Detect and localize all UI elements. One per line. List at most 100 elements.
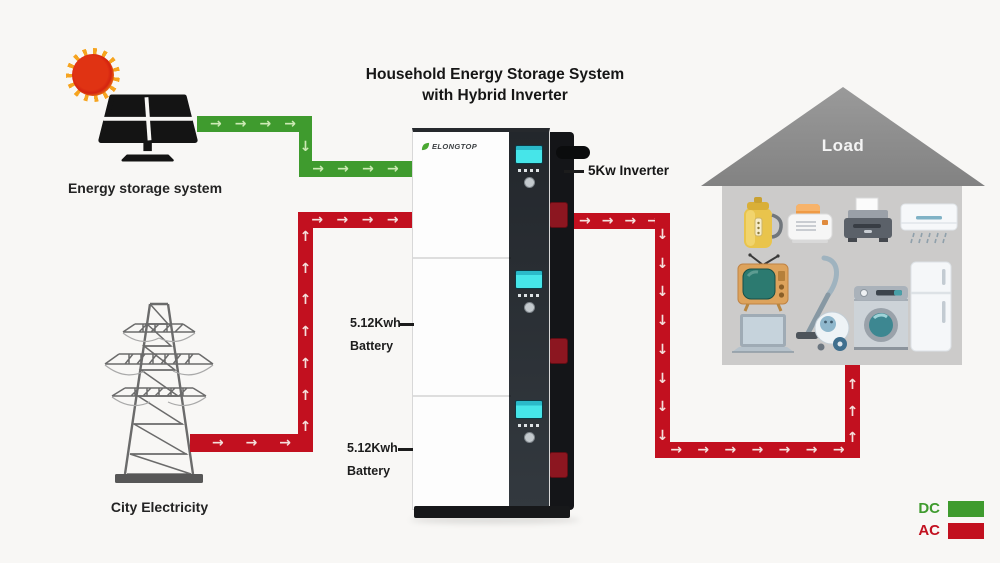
ac-flow-grid-horizontal: → → → — [190, 434, 313, 452]
legend-ac-label: AC — [918, 522, 940, 539]
module-divider — [413, 257, 511, 259]
flow-arrow: → — [311, 212, 324, 228]
pointer-line — [564, 170, 584, 173]
battery-display — [509, 400, 549, 443]
lcd-screen — [515, 400, 543, 419]
flow-arrow: ↓ — [656, 341, 669, 358]
unit-front-panel: ELONGTOP — [412, 128, 550, 510]
ac-flow-out-horizontal-2: → → → → → → → — [655, 442, 860, 458]
kettle-icon — [744, 197, 783, 248]
flow-arrow: ↑ — [299, 387, 312, 404]
air-conditioner-icon — [900, 203, 958, 244]
flow-arrow: → — [245, 435, 258, 451]
battery-label-1: 5.12Kwh Battery — [350, 312, 420, 358]
ac-flow-grid-to-inverter: → → → → — [298, 212, 412, 228]
brand-name: ELONGTOP — [432, 142, 478, 151]
flow-arrow: → — [805, 442, 818, 458]
power-tower-icon — [104, 302, 214, 483]
flow-arrow: ↓ — [656, 226, 669, 243]
flow-arrow: ↓ — [656, 284, 669, 301]
flow-arrow: → — [751, 442, 764, 458]
flow-arrow: ↑ — [299, 355, 312, 372]
battery-display — [509, 270, 549, 313]
flow-arrow: → — [336, 212, 349, 228]
flow-arrow: ↓ — [656, 255, 669, 272]
flow-arrow: → — [624, 213, 637, 229]
dc-flow-horizontal-1: →→→→ — [197, 116, 309, 132]
washing-machine-icon — [854, 286, 908, 350]
flow-arrow: → — [337, 161, 349, 177]
flow-arrow: → — [778, 442, 791, 458]
flow-arrow: → — [670, 442, 683, 458]
flow-arrow: → — [724, 442, 737, 458]
unit-shadow — [410, 516, 580, 524]
flow-arrow: ↑ — [846, 403, 859, 420]
flow-arrow: → — [697, 442, 710, 458]
vacuum-cleaner-icon — [796, 255, 850, 351]
printer-icon — [844, 197, 892, 242]
flow-arrow: ↓ — [656, 313, 669, 330]
module-divider — [413, 395, 511, 397]
flow-arrow: ↑ — [299, 260, 312, 277]
grid-label: City Electricity — [110, 499, 209, 515]
flow-arrow: → — [832, 442, 845, 458]
unit-connector — [549, 338, 568, 364]
ac-flow-out-vertical-up: ↑ ↑ ↑ — [845, 365, 860, 458]
flow-arrow: → — [259, 116, 272, 132]
pointer-line — [399, 323, 414, 326]
flow-arrow: ↑ — [846, 430, 859, 447]
refrigerator-icon — [910, 261, 952, 352]
load-label: Load — [821, 136, 865, 155]
unit-handle — [556, 146, 590, 159]
legend-dc-swatch — [948, 501, 984, 517]
flow-arrow: ↑ — [846, 376, 859, 393]
pointer-line — [398, 448, 413, 451]
flow-arrow: → — [361, 212, 374, 228]
unit-side-panel — [550, 132, 574, 510]
legend-dc-label: DC — [918, 500, 940, 517]
flow-arrow: → — [211, 435, 224, 451]
flow-arrow: ↑ — [299, 419, 312, 436]
flow-arrow: ↑ — [299, 228, 312, 245]
ac-flow-out-vertical-down: ↓↓↓↓↓↓↓↓ — [655, 213, 670, 458]
battery-word: Battery — [350, 339, 394, 353]
flow-arrow: ↑ — [299, 324, 312, 340]
flow-arrow: → — [601, 213, 614, 229]
flow-arrow: ↓ — [656, 428, 669, 445]
flow-arrow: ↑ — [299, 292, 312, 309]
battery-inverter-unit: ELONGTOP — [410, 126, 592, 524]
lcd-screen — [515, 145, 543, 164]
unit-control-column — [509, 132, 549, 509]
unit-connector — [549, 202, 568, 228]
dc-flow-horizontal-2: →→→→ — [299, 161, 412, 177]
laptop-icon — [732, 314, 794, 353]
legend-ac-swatch — [948, 523, 984, 539]
power-button — [523, 432, 535, 443]
unit-connector — [549, 452, 568, 478]
inverter-display — [509, 145, 549, 188]
flow-arrow: → — [312, 161, 324, 177]
flow-arrow: → — [362, 161, 374, 177]
indicator-lights — [518, 424, 540, 427]
indicator-lights — [518, 169, 540, 172]
flow-arrow: ↓ — [299, 138, 312, 155]
battery-capacity: 5.12Kwh — [350, 316, 401, 330]
flow-arrow: → — [279, 435, 292, 451]
power-button — [523, 177, 535, 188]
page-title: Household Energy Storage System with Hyb… — [280, 64, 710, 106]
title-line2: with Hybrid Inverter — [422, 87, 568, 104]
flow-arrow: → — [579, 213, 591, 229]
flow-arrow: → — [647, 213, 659, 229]
sun-icon — [66, 48, 120, 102]
flow-arrow: → — [284, 116, 296, 132]
inverter-label: 5Kw Inverter — [588, 163, 670, 178]
flow-arrow: → — [210, 116, 222, 132]
flow-arrow: → — [386, 212, 399, 228]
house-body — [722, 186, 962, 365]
ac-flow-out-horizontal-1: → → → → — [568, 213, 670, 229]
flow-arrow: ↓ — [656, 399, 669, 416]
power-button — [523, 302, 535, 313]
unit-base — [414, 506, 570, 518]
ac-flow-grid-vertical: ↑ ↑ ↑ ↑ ↑ ↑ ↑ — [298, 212, 313, 452]
